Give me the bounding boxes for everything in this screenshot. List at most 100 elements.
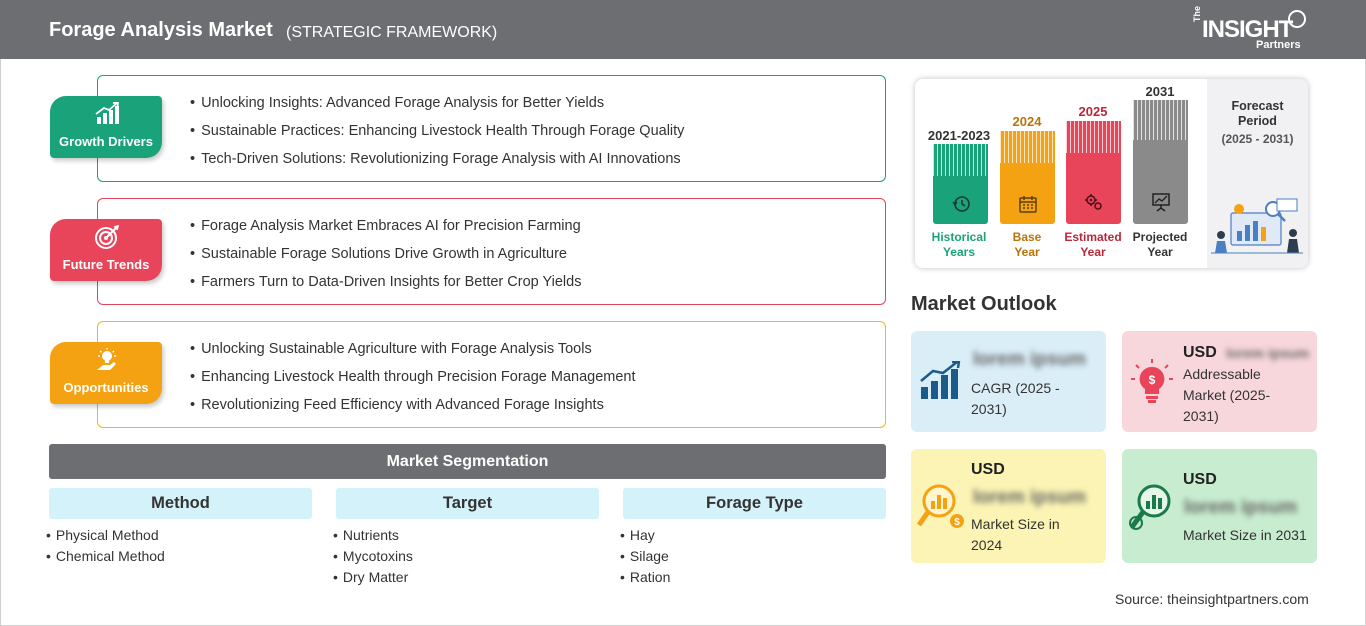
list-item: Enhancing Livestock Health through Preci… bbox=[190, 369, 635, 397]
timeline-label-line: Estimated bbox=[1064, 230, 1122, 244]
timeline-label-line: Base bbox=[1012, 230, 1042, 244]
market-size-2031-card: USD lorem ipsum Market Size in 2031 bbox=[1122, 449, 1317, 563]
segment-heading: Method bbox=[49, 488, 312, 519]
logo-insight: INSIGHT bbox=[1202, 16, 1293, 43]
list-item: Dry Matter bbox=[333, 569, 599, 590]
list-item: Unlocking Insights: Advanced Forage Anal… bbox=[190, 95, 684, 123]
insight-partners-logo: The INSIGHT Partners bbox=[1190, 6, 1310, 54]
timeline-bar-projected bbox=[1133, 100, 1188, 224]
timeline-bar-estimated bbox=[1066, 121, 1121, 224]
list-item: Sustainable Forage Solutions Drive Growt… bbox=[190, 246, 581, 274]
target-icon bbox=[95, 225, 120, 249]
list-item: Sustainable Practices: Enhancing Livesto… bbox=[190, 123, 684, 151]
list-item: Forage Analysis Market Embraces AI for P… bbox=[190, 218, 581, 246]
page-title: Forage Analysis Market bbox=[49, 19, 273, 41]
calendar-icon bbox=[1019, 196, 1037, 213]
bar-stripes bbox=[1000, 131, 1055, 163]
timeline-label-base: Base Year bbox=[987, 230, 1067, 260]
timeline-label-line: Years bbox=[942, 245, 976, 259]
analytics-people-icon bbox=[1211, 198, 1303, 254]
timeline-year-base: 2024 bbox=[1012, 114, 1042, 129]
addressable-market-card: $ USD lorem ipsum Addressable Market (20… bbox=[1122, 331, 1317, 432]
bulb-dollar-icon: $ bbox=[1131, 359, 1173, 403]
timeline-year-historical: 2021-2023 bbox=[927, 128, 991, 143]
list-item: Revolutionizing Feed Efficiency with Adv… bbox=[190, 397, 636, 425]
header-bar: Forage Analysis Market (STRATEGIC FRAMEW… bbox=[0, 0, 1366, 59]
card-text-line: 2024 bbox=[971, 537, 1003, 553]
timeline-bar-base bbox=[1000, 131, 1055, 224]
timeline-bar-historical bbox=[933, 144, 988, 224]
card-text-line: Market Size in 2031 bbox=[1183, 527, 1307, 543]
timeline-year-estimated: 2025 bbox=[1078, 104, 1108, 119]
blurred-value: lorem ipsum bbox=[973, 349, 1086, 370]
timeline-label-projected: Projected Year bbox=[1120, 230, 1200, 260]
timeline-label-line: Projected bbox=[1132, 230, 1188, 244]
growth-drivers-label: Growth Drivers bbox=[59, 134, 153, 149]
usd-prefix: USD bbox=[1183, 471, 1217, 488]
opportunities-label: Opportunities bbox=[63, 380, 149, 395]
segment-method: Method Physical Method Chemical Method bbox=[49, 488, 312, 569]
list-item: Unlocking Sustainable Agriculture with F… bbox=[190, 341, 636, 369]
logo-the: The bbox=[1192, 5, 1202, 22]
future-trends-badge: Future Trends bbox=[50, 219, 162, 281]
forecast-period-range: (2025 - 2031) bbox=[1221, 132, 1294, 146]
card-text-line: CAGR (2025 - bbox=[971, 380, 1060, 396]
forecast-period-panel: Forecast Period (2025 - 2031) bbox=[1207, 79, 1308, 268]
forecast-period-title: Forecast Period bbox=[1207, 99, 1308, 129]
growth-chart-icon bbox=[920, 361, 961, 399]
history-clock-icon bbox=[952, 196, 970, 212]
logo-partners: Partners bbox=[1256, 39, 1301, 51]
timeline-label-historical: Historical Years bbox=[919, 230, 999, 260]
timeline-label-line: Historical bbox=[931, 230, 987, 244]
list-item: Physical Method bbox=[46, 527, 312, 548]
card-text-line: 2031) bbox=[1183, 408, 1219, 424]
blurred-value: lorem ipsum bbox=[1226, 345, 1310, 361]
opportunities-badge: Opportunities bbox=[50, 342, 162, 404]
timeline-year-projected: 2031 bbox=[1145, 84, 1175, 99]
opportunities-box: Unlocking Sustainable Agriculture with F… bbox=[97, 321, 886, 428]
card-text-line: Market Size in bbox=[971, 516, 1060, 532]
svg-text:$: $ bbox=[1149, 373, 1156, 387]
list-item: Silage bbox=[620, 548, 886, 569]
timeline-label-line: Year bbox=[1080, 245, 1106, 259]
bar-stripes bbox=[1066, 121, 1121, 153]
timeline-panel: Forecast Period (2025 - 2031) 2021-2023 bbox=[915, 79, 1308, 268]
timeline-label-line: Year bbox=[1014, 245, 1040, 259]
forecast-title-line: Forecast bbox=[1231, 99, 1284, 113]
segment-forage-type: Forage Type Hay Silage Ration bbox=[623, 488, 886, 590]
lightbulb-hand-icon bbox=[97, 348, 116, 370]
timeline-label-estimated: Estimated Year bbox=[1053, 230, 1133, 260]
card-text-line: Addressable bbox=[1183, 366, 1261, 382]
forecast-title-line: Period bbox=[1238, 114, 1277, 128]
timeline-label-line: Year bbox=[1147, 245, 1173, 259]
market-size-2024-card: $ USD lorem ipsum Market Size in 2024 bbox=[911, 449, 1106, 563]
card-text: Market Size in 2031 bbox=[1183, 525, 1307, 546]
card-text-line: Market (2025- bbox=[1183, 387, 1271, 403]
logo-ring-icon bbox=[1288, 10, 1306, 28]
source-text: Source: theinsightpartners.com bbox=[1115, 591, 1309, 607]
market-segmentation-bar: Market Segmentation bbox=[49, 444, 886, 479]
bar-stripes bbox=[933, 144, 988, 176]
market-outlook-title: Market Outlook bbox=[911, 293, 1057, 315]
presentation-chart-icon bbox=[1152, 193, 1170, 212]
list-item: Farmers Turn to Data-Driven Insights for… bbox=[190, 274, 581, 302]
usd-prefix: USD bbox=[1183, 344, 1217, 361]
list-item: Tech-Driven Solutions: Revolutionizing F… bbox=[190, 151, 684, 179]
segment-target: Target Nutrients Mycotoxins Dry Matter bbox=[336, 488, 599, 590]
gears-dollar-icon bbox=[1085, 194, 1102, 210]
card-text: Market Size in 2024 bbox=[971, 514, 1060, 556]
blurred-value: lorem ipsum bbox=[1184, 497, 1297, 518]
magnifier-dollar-icon: $ bbox=[917, 484, 964, 528]
list-item: Nutrients bbox=[333, 527, 599, 548]
card-text: Addressable Market (2025- 2031) bbox=[1183, 364, 1270, 427]
usd-prefix: USD bbox=[971, 461, 1005, 478]
list-item: Mycotoxins bbox=[333, 548, 599, 569]
growth-drivers-badge: Growth Drivers bbox=[50, 96, 162, 158]
growth-drivers-box: Unlocking Insights: Advanced Forage Anal… bbox=[97, 75, 886, 182]
list-item: Hay bbox=[620, 527, 886, 548]
magnifier-chart-icon bbox=[1129, 484, 1171, 530]
list-item: Ration bbox=[620, 569, 886, 590]
card-text-line: 2031) bbox=[971, 401, 1007, 417]
cagr-card: lorem ipsum CAGR (2025 - 2031) bbox=[911, 331, 1106, 432]
list-item: Chemical Method bbox=[46, 548, 312, 569]
